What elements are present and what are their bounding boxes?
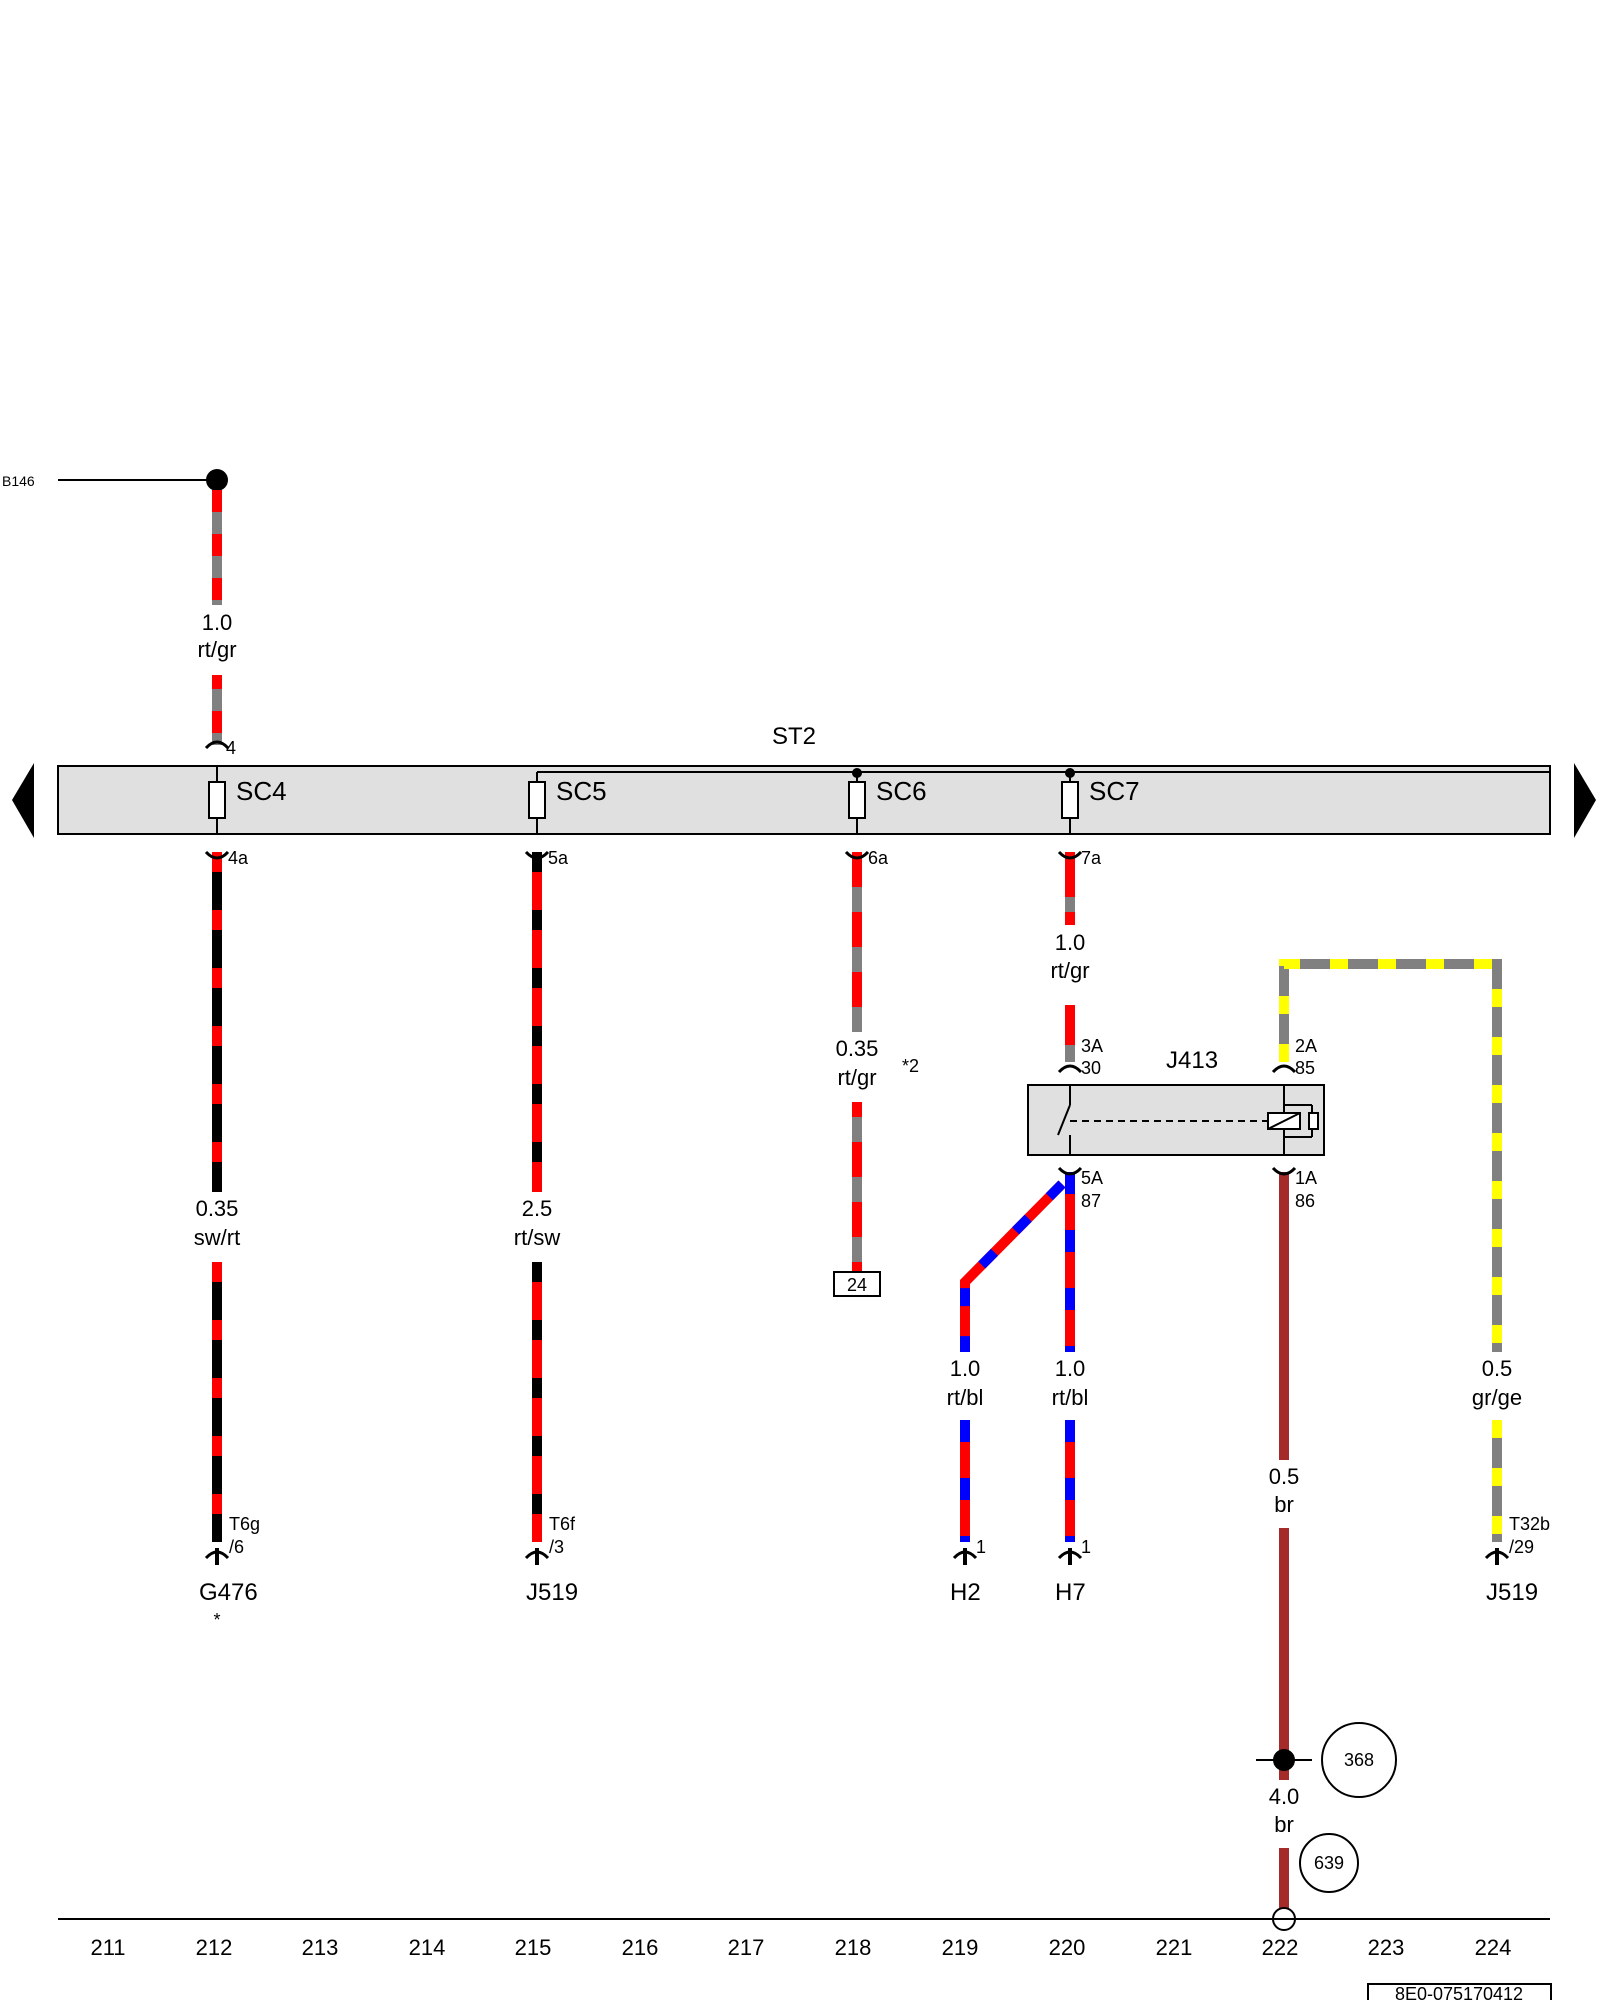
ground-ref-label: 639	[1314, 1853, 1344, 1873]
pin-label: 87	[1081, 1191, 1101, 1211]
pin-label: 1	[976, 1537, 986, 1557]
pin-label: 5A	[1081, 1168, 1103, 1188]
pin-label: 5a	[548, 848, 569, 868]
wire-size-label: 1.0	[950, 1356, 981, 1381]
wire-color-label: rt/gr	[837, 1065, 876, 1090]
ref-box-label: 24	[847, 1275, 867, 1295]
column-number: 216	[622, 1935, 659, 1960]
column-number: 211	[90, 1935, 125, 1960]
fuse-bus-bar	[57, 765, 1551, 835]
doc-code-box	[1367, 1983, 1552, 2000]
pin-label: 6a	[868, 848, 889, 868]
component-label: G476	[199, 1579, 258, 1606]
wire-color-label: rt/bl	[1052, 1385, 1089, 1410]
ground-junction-dot	[1273, 1749, 1295, 1771]
wire-color-label: br	[1274, 1492, 1294, 1517]
ground-ref-label: 368	[1344, 1750, 1374, 1770]
column-numbers: 211 212 213 214 215 216 217 218 219 220 …	[90, 1935, 1511, 1960]
scroll-right-arrow-icon[interactable]	[1574, 763, 1596, 838]
component-label: J519	[1486, 1579, 1538, 1606]
column-number: 214	[409, 1935, 446, 1960]
wire-size-label: 0.35	[196, 1196, 239, 1221]
ground-ref-circle	[1321, 1722, 1397, 1798]
pin-stub	[215, 1548, 1499, 1565]
wire-j413-j519	[1279, 959, 1502, 1542]
pin-label: 2A	[1295, 1036, 1317, 1056]
column-number: 215	[515, 1935, 552, 1960]
wire-color-label: rt/gr	[1050, 958, 1089, 983]
wire-size-label: 1.0	[1055, 1356, 1086, 1381]
pin-label: 3A	[1081, 1036, 1103, 1056]
component-label: H7	[1055, 1579, 1086, 1606]
relay-label: J413	[1166, 1047, 1218, 1074]
wire-size-label: 2.5	[522, 1196, 553, 1221]
component-label: J519	[526, 1579, 578, 1606]
connector-label: T32b	[1509, 1514, 1550, 1534]
wire-size-label: 0.5	[1482, 1356, 1513, 1381]
column-number: 221	[1156, 1935, 1193, 1960]
column-number: 212	[196, 1935, 233, 1960]
wire-size-label: 0.35	[836, 1036, 879, 1061]
wire-size-label: 1.0	[1055, 930, 1086, 955]
doc-code-label: 8E0-075170412	[1395, 1984, 1523, 2000]
fuse-sc4: SC4	[208, 766, 287, 834]
column-number: 223	[1368, 1935, 1405, 1960]
wire-color-label: sw/rt	[194, 1225, 240, 1250]
wire-color-label: rt/gr	[197, 637, 236, 662]
wire-note-label: *2	[902, 1056, 919, 1076]
pin-label: 86	[1295, 1191, 1315, 1211]
wire-color-label: rt/bl	[947, 1385, 984, 1410]
junction-dot	[206, 469, 228, 491]
pin-label: 4a	[228, 848, 249, 868]
pin-label: /6	[229, 1537, 244, 1557]
wire-color-label: rt/sw	[514, 1225, 561, 1250]
component-mark: *	[213, 1610, 220, 1630]
fuse-sc5: SC5	[528, 776, 607, 834]
ref-box	[833, 1271, 881, 1297]
fuse-label: SC5	[556, 776, 607, 806]
pin-label: /29	[1509, 1537, 1534, 1557]
pin-label: 4	[226, 738, 236, 758]
relay-j413	[1027, 1084, 1325, 1156]
fuse-sc7: SC7	[1061, 773, 1140, 834]
pin-label: 1	[1081, 1537, 1091, 1557]
column-number: 213	[302, 1935, 339, 1960]
connector-label: T6g	[229, 1514, 260, 1534]
ground-ref-circle	[1299, 1833, 1359, 1893]
scroll-left-arrow-icon[interactable]	[12, 763, 34, 838]
pin-label: /3	[549, 1537, 564, 1557]
wire-size-label: 1.0	[202, 610, 233, 635]
column-number: 220	[1049, 1935, 1086, 1960]
fuse-label: SC7	[1089, 776, 1140, 806]
fuse-sc6: SC6	[848, 773, 927, 834]
wire-color-label: br	[1274, 1812, 1294, 1837]
source-ref-label: B146	[2, 473, 35, 489]
pin-label: 85	[1295, 1058, 1315, 1078]
pin-label: 7a	[1081, 848, 1102, 868]
fuse-label: SC4	[236, 776, 287, 806]
wire-size-label: 0.5	[1269, 1464, 1300, 1489]
connector-label: T6f	[549, 1514, 576, 1534]
fuse-label: SC6	[876, 776, 927, 806]
pin-label: 30	[1081, 1058, 1101, 1078]
wire-j413-h2	[960, 1180, 1066, 1542]
wire-color-label: gr/ge	[1472, 1385, 1522, 1410]
wire-size-label: 4.0	[1269, 1784, 1300, 1809]
column-number: 217	[728, 1935, 765, 1960]
column-number: 222	[1262, 1935, 1299, 1960]
pin-label: 1A	[1295, 1168, 1317, 1188]
bus-name-label: ST2	[772, 723, 816, 750]
column-number: 218	[835, 1935, 872, 1960]
column-number: 219	[942, 1935, 979, 1960]
column-number: 224	[1475, 1935, 1512, 1960]
component-label: H2	[950, 1579, 981, 1606]
